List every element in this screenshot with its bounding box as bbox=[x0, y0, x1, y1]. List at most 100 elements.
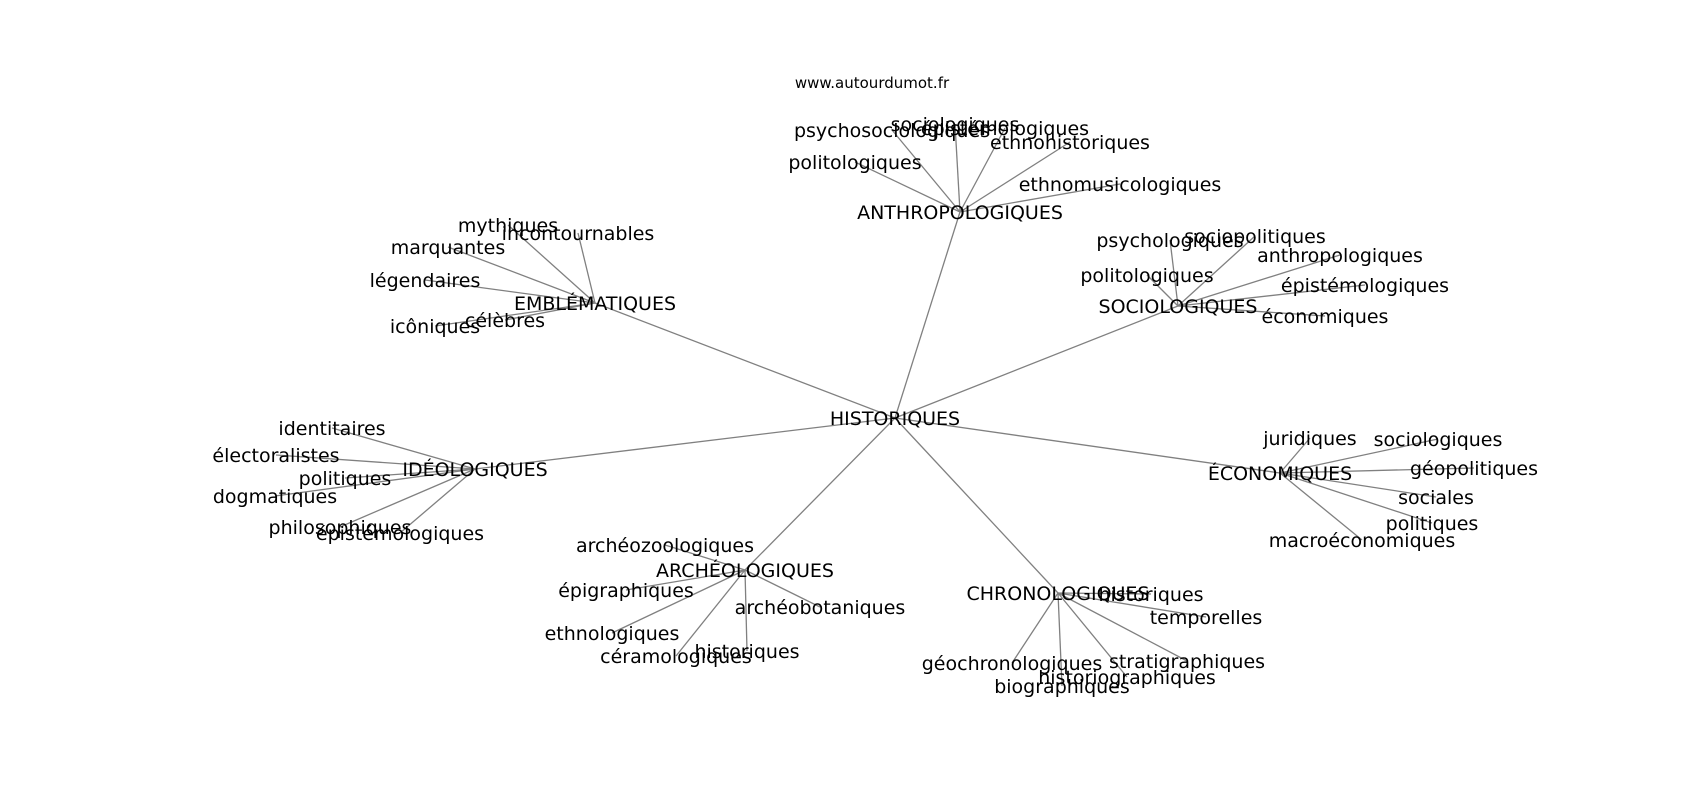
edge-economiques-sociales bbox=[1279, 472, 1437, 498]
edge-anthropologiques-psychosociologiques bbox=[891, 129, 961, 213]
leaf-node-epigraphiques: épigraphiques bbox=[558, 580, 694, 602]
edge-sociologiques-anthropologiques bbox=[1177, 254, 1341, 307]
leaf-node-epistemologiques: épistémologiques bbox=[316, 523, 484, 545]
leaf-node-ceramologiques: céramologiques bbox=[600, 646, 752, 668]
leaf-node-politologiques: politologiques bbox=[1080, 265, 1213, 287]
edge-anthropologiques-ethnomusicologiques bbox=[959, 183, 1121, 213]
edge-sociologiques-epistemologiques bbox=[1177, 284, 1366, 307]
leaf-node-incontournables: incontournables bbox=[502, 223, 655, 245]
leaf-node-politologiques: politologiques bbox=[788, 152, 921, 174]
leaf-node-historiques: historiques bbox=[694, 641, 799, 663]
leaf-node-sociologiques: sociologiques bbox=[891, 114, 1020, 136]
leaf-node-sociologiques: sociologiques bbox=[1374, 429, 1503, 451]
edge-emblematiques-marquantes bbox=[447, 246, 596, 304]
leaf-node-electoralistes: électoralistes bbox=[212, 445, 339, 467]
edge-center-emblematiques bbox=[594, 302, 896, 419]
leaf-node-politiques: politiques bbox=[299, 468, 392, 490]
leaf-node-sociales: sociales bbox=[1398, 487, 1474, 509]
hub-node-economiques: ÉCONOMIQUES bbox=[1208, 462, 1352, 485]
edge-ideologiques-electoralistes bbox=[275, 454, 476, 470]
edge-archeologiques-epigraphiques bbox=[625, 569, 746, 591]
leaf-node-psychologiques: psychologiques bbox=[1096, 230, 1243, 252]
leaf-node-psychosociologiques: psychosociologiques bbox=[794, 120, 990, 142]
edge-archeologiques-ethnologiques bbox=[611, 569, 746, 634]
leaf-node-legendaires: légendaires bbox=[370, 270, 481, 292]
edge-chronologiques-historiographiques bbox=[1057, 592, 1128, 678]
leaf-node-macroeconomiques: macroéconomiques bbox=[1269, 530, 1456, 552]
leaf-node-archeobotaniques: archéobotaniques bbox=[735, 597, 906, 619]
leaf-node-politiques: politiques bbox=[1386, 513, 1479, 535]
leaf-node-epistemologiques: épistémologiques bbox=[1281, 275, 1449, 297]
edge-chronologiques-temporelles bbox=[1057, 592, 1207, 618]
edge-sociologiques-politologiques bbox=[1146, 274, 1179, 307]
edge-sociologiques-psychologiques bbox=[1169, 239, 1179, 307]
hub-node-chronologiques: CHRONOLOGIQUES bbox=[967, 583, 1150, 605]
center-node-label: HISTORIQUES bbox=[830, 408, 960, 430]
edge-anthropologiques-sociologiques bbox=[954, 123, 961, 213]
leaf-node-celebres: célèbres bbox=[465, 310, 545, 332]
edge-chronologiques-stratigraphiques bbox=[1057, 592, 1188, 662]
edge-archeologiques-archeobotaniques bbox=[744, 569, 821, 608]
edge-chronologiques-geochronologiques bbox=[1011, 592, 1059, 664]
leaf-node-ethnohistoriques: ethnohistoriques bbox=[990, 132, 1150, 154]
leaf-node-identitaires: identitaires bbox=[278, 418, 385, 440]
edge-ideologiques-identitaires bbox=[331, 427, 476, 470]
edge-center-archeologiques bbox=[744, 417, 896, 571]
leaf-node-ethnologiques: ethnologiques bbox=[545, 623, 680, 645]
leaf-node-marquantes: marquantes bbox=[391, 237, 505, 259]
edge-economiques-sociologiques bbox=[1279, 438, 1439, 474]
edge-archeologiques-archeozoologiques bbox=[664, 544, 746, 571]
leaf-node-epistemologiques: épistémologiques bbox=[921, 118, 1089, 140]
edge-sociologiques-sociopolitiques bbox=[1177, 235, 1256, 307]
leaf-node-mythiques: mythiques bbox=[458, 215, 558, 237]
leaf-node-sociopolitiques: sociopolitiques bbox=[1184, 226, 1326, 248]
hub-node-anthropologiques: ANTHROPOLOGIQUES bbox=[857, 202, 1063, 224]
leaf-node-juridiques: juridiques bbox=[1262, 428, 1356, 450]
edge-center-economiques bbox=[894, 417, 1281, 474]
leaf-node-geochronologiques: géochronologiques bbox=[922, 653, 1102, 675]
edge-center-sociologiques bbox=[894, 305, 1179, 419]
edge-ideologiques-dogmatiques bbox=[274, 468, 476, 497]
hub-node-emblematiques: EMBLÉMATIQUES bbox=[514, 292, 676, 315]
edge-center-ideologiques bbox=[474, 417, 896, 470]
leaf-node-philosophiques: philosophiques bbox=[269, 517, 412, 539]
edge-ideologiques-politiques bbox=[344, 468, 476, 479]
hub-node-archeologiques: ARCHÉOLOGIQUES bbox=[656, 559, 834, 582]
leaf-node-historiques: historiques bbox=[1098, 584, 1203, 606]
edge-chronologiques-biographiques bbox=[1057, 592, 1063, 687]
edge-emblematiques-incontournables bbox=[577, 232, 596, 304]
hub-node-ideologiques: IDÉOLOGIQUES bbox=[402, 458, 547, 481]
edge-emblematiques-celebres bbox=[504, 302, 596, 321]
leaf-node-dogmatiques: dogmatiques bbox=[213, 486, 337, 508]
leaf-node-stratigraphiques: stratigraphiques bbox=[1109, 651, 1265, 673]
hub-node-sociologiques: SOCIOLOGIQUES bbox=[1099, 296, 1258, 318]
edge-center-chronologiques bbox=[894, 417, 1059, 594]
edge-emblematiques-iconiques bbox=[434, 302, 596, 327]
leaf-node-anthropologiques: anthropologiques bbox=[1257, 245, 1423, 267]
edge-emblematiques-mythiques bbox=[507, 224, 596, 304]
graph-labels: HISTORIQUES ANTHROPOLOGIQUES psychosociolo… bbox=[212, 114, 1538, 698]
leaf-node-geopolitiques: géopolitiques bbox=[1410, 458, 1538, 480]
leaf-node-biographiques: biographiques bbox=[994, 676, 1130, 698]
edge-archeologiques-historiques bbox=[744, 569, 748, 652]
edge-economiques-politiques bbox=[1279, 472, 1433, 524]
leaf-node-iconiques: icôniques bbox=[390, 316, 480, 338]
leaf-node-historiographiques: historiographiques bbox=[1038, 667, 1216, 689]
graph-edges bbox=[274, 123, 1475, 687]
edge-emblematiques-legendaires bbox=[424, 279, 596, 304]
edge-economiques-macroeconomiques bbox=[1279, 472, 1363, 541]
edge-economiques-geopolitiques bbox=[1279, 467, 1475, 474]
leaf-node-economiques: économiques bbox=[1262, 306, 1389, 328]
edge-chronologiques-historiques bbox=[1057, 592, 1152, 595]
leaf-node-archeozoologiques: archéozoologiques bbox=[576, 535, 754, 557]
edge-ideologiques-philosophiques bbox=[339, 468, 476, 528]
edge-center-anthropologiques bbox=[894, 211, 961, 419]
leaf-node-ethnomusicologiques: ethnomusicologiques bbox=[1019, 174, 1222, 196]
watermark-text: www.autourdumot.fr bbox=[795, 74, 950, 92]
edge-archeologiques-ceramologiques bbox=[675, 569, 746, 657]
leaf-node-temporelles: temporelles bbox=[1150, 607, 1263, 629]
edge-anthropologiques-politologiques bbox=[854, 161, 961, 213]
edge-anthropologiques-ethnohistoriques bbox=[959, 141, 1071, 213]
edge-economiques-juridiques bbox=[1279, 437, 1311, 474]
